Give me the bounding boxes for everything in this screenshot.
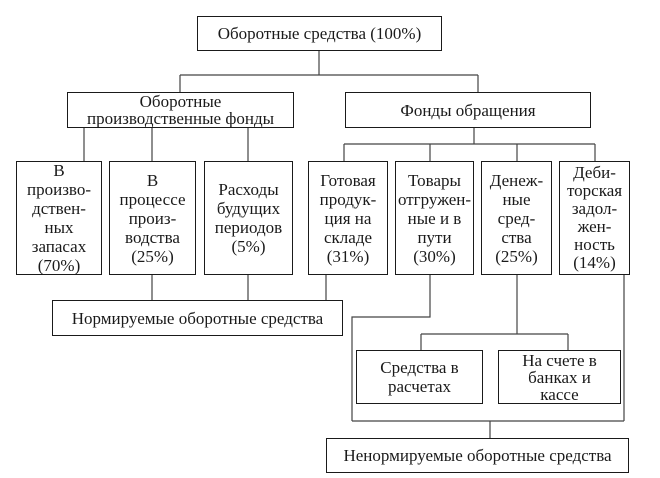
non-normed-label: Ненормируемые оборотные средства xyxy=(343,446,612,465)
work-in-progress-box: В процессе произ- водства (25%) xyxy=(109,161,196,275)
deferred-expenses-label: Расходы будущих периодов (5%) xyxy=(214,180,283,256)
work-in-progress-label: В процессе произ- водства (25%) xyxy=(119,170,186,266)
receivables-label: Деби- торская задол- жен- ность (14%) xyxy=(566,163,623,272)
deferred-expenses-box: Расходы будущих периодов (5%) xyxy=(204,161,293,275)
finished-goods-box: Готовая продук- ция на складе (31%) xyxy=(308,161,388,275)
root-label: Оборотные средства (100%) xyxy=(217,24,422,43)
inventories-box: В произво- дствен- ных запасах (70%) xyxy=(16,161,102,275)
production-funds-label: Оборотные производственные фонды xyxy=(86,92,275,128)
settlements-box: Средства в расчетах xyxy=(356,350,483,404)
cash-label: Денеж- ные сред- ства (25%) xyxy=(489,170,544,266)
normed-working-capital-box: Нормируемые оборотные средства xyxy=(52,300,343,336)
settlements-label: Средства в расчетах xyxy=(380,358,459,396)
bank-and-cash-box: На счете в банках и кассе xyxy=(498,350,621,404)
inventories-label: В произво- дствен- ных запасах (70%) xyxy=(27,161,91,275)
goods-shipped-label: Товары отгружен- ные и в пути (30%) xyxy=(397,170,472,266)
cash-box: Денеж- ные сред- ства (25%) xyxy=(481,161,552,275)
root-box-working-capital: Оборотные средства (100%) xyxy=(197,16,442,51)
finished-goods-label: Готовая продук- ция на складе (31%) xyxy=(319,170,377,266)
production-funds-box: Оборотные производственные фонды xyxy=(67,92,294,128)
normed-label: Нормируемые оборотные средства xyxy=(71,308,324,328)
connector-shipped-to-non-normed xyxy=(351,274,431,421)
receivables-box: Деби- торская задол- жен- ность (14%) xyxy=(559,161,630,275)
circulation-funds-label: Фонды обращения xyxy=(400,100,536,120)
goods-shipped-box: Товары отгружен- ные и в пути (30%) xyxy=(395,161,474,275)
bank-and-cash-label: На счете в банках и кассе xyxy=(522,350,597,404)
circulation-funds-box: Фонды обращения xyxy=(345,92,591,128)
non-normed-working-capital-box: Ненормируемые оборотные средства xyxy=(326,438,629,473)
